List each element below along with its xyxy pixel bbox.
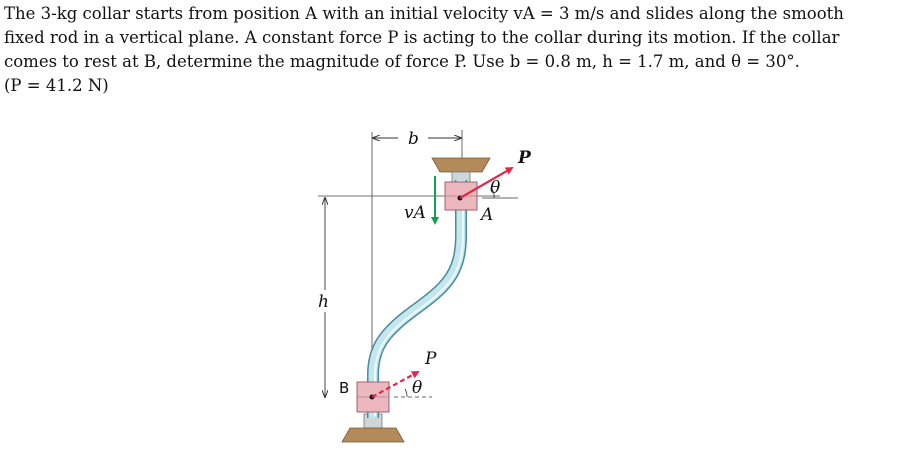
problem-line-2: fixed rod in a vertical plane. A constan… [4, 28, 840, 47]
force-p-bottom-arrow [371, 371, 420, 398]
top-support [431, 157, 491, 173]
rod-highlight [374, 182, 464, 416]
theta-bottom-arc [404, 388, 408, 398]
problem-line-1: The 3-kg collar starts from position A w… [4, 4, 844, 23]
h-label: h [318, 292, 329, 312]
theta-bottom-label: θ [412, 378, 422, 398]
b-label: b [408, 129, 419, 149]
bottom-support [341, 427, 405, 443]
answer-line: (P = 41.2 N) [4, 76, 109, 95]
p-bottom-label: P [424, 349, 437, 369]
force-p-top-arrow [459, 167, 514, 199]
curved-rod [368, 180, 466, 418]
p-top-label: P [517, 148, 532, 168]
theta-top-label: θ [490, 178, 500, 198]
problem-statement: The 3-kg collar starts from position A w… [4, 2, 904, 98]
problem-line-3: comes to rest at B, determine the magnit… [4, 52, 800, 71]
va-label: vA [404, 203, 426, 223]
b-point-label: B [339, 379, 349, 397]
theta-top-arc [491, 188, 495, 199]
a-label: A [479, 205, 493, 225]
